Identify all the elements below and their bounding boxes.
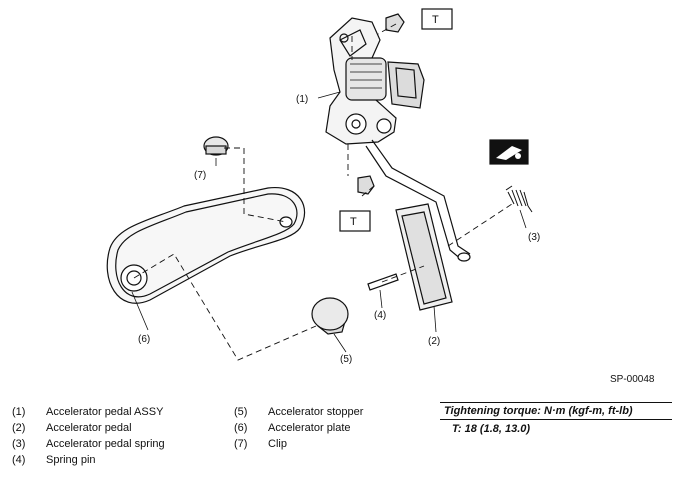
legend-number: (7) (234, 438, 248, 450)
clip (203, 136, 229, 156)
legend-label: Accelerator plate (268, 422, 351, 434)
legend-label: Accelerator stopper (268, 406, 364, 418)
legend-label: Accelerator pedal (46, 422, 132, 434)
accelerator-pedal-assy (325, 17, 471, 262)
accelerator-plate (106, 187, 306, 304)
accelerator-pedal-pad (395, 203, 453, 311)
bolt-lower (357, 175, 375, 195)
torque-marker-lower: T (350, 216, 357, 228)
accelerator-pedal-spring (505, 185, 533, 213)
legend-number: (2) (12, 422, 26, 434)
legend-item: (6) Accelerator plate (234, 420, 363, 436)
legend-label: Accelerator pedal ASSY (46, 406, 164, 418)
callout-4: (4) (374, 310, 386, 321)
torque-box-lower (339, 210, 371, 232)
torque-header: Tightening torque: N·m (kgf-m, ft-lb) (440, 402, 672, 420)
callout-7: (7) (194, 170, 206, 181)
legend-number: (4) (12, 454, 26, 466)
callout-5: (5) (340, 354, 352, 365)
legend-left: (1) Accelerator pedal ASSY (2) Accelerat… (12, 404, 165, 468)
callout-1: (1) (296, 94, 308, 105)
legend-item: (7) Clip (234, 436, 363, 452)
legend-number: (3) (12, 438, 26, 450)
torque-box-upper (421, 8, 453, 30)
legend-number: (6) (234, 422, 248, 434)
callout-6: (6) (138, 334, 150, 345)
grease-icon (489, 139, 529, 165)
legend-number: (5) (234, 406, 248, 418)
bolt-upper (385, 13, 405, 33)
accelerator-stopper (311, 297, 349, 335)
callout-2: (2) (428, 336, 440, 347)
legend-number: (1) (12, 406, 26, 418)
legend-item: (4) Spring pin (12, 452, 165, 468)
torque-value: T: 18 (1.8, 13.0) (452, 423, 531, 435)
torque-spec-table: Tightening torque: N·m (kgf-m, ft-lb) T:… (440, 402, 672, 435)
legend-label: Clip (268, 438, 287, 450)
legend-item: (2) Accelerator pedal (12, 420, 165, 436)
figure-id: SP-00048 (610, 374, 655, 385)
legend-item: (5) Accelerator stopper (234, 404, 363, 420)
legend-label: Accelerator pedal spring (46, 438, 165, 450)
legend-right: (5) Accelerator stopper (6) Accelerator … (234, 404, 363, 452)
exploded-parts-diagram: T T (1) (2) (3) (4) (5) (6) (7) (106, 8, 540, 365)
torque-marker-upper: T (432, 14, 439, 26)
callout-3: (3) (528, 232, 540, 243)
legend-label: Spring pin (46, 454, 96, 466)
legend-item: (3) Accelerator pedal spring (12, 436, 165, 452)
legend-item: (1) Accelerator pedal ASSY (12, 404, 165, 420)
